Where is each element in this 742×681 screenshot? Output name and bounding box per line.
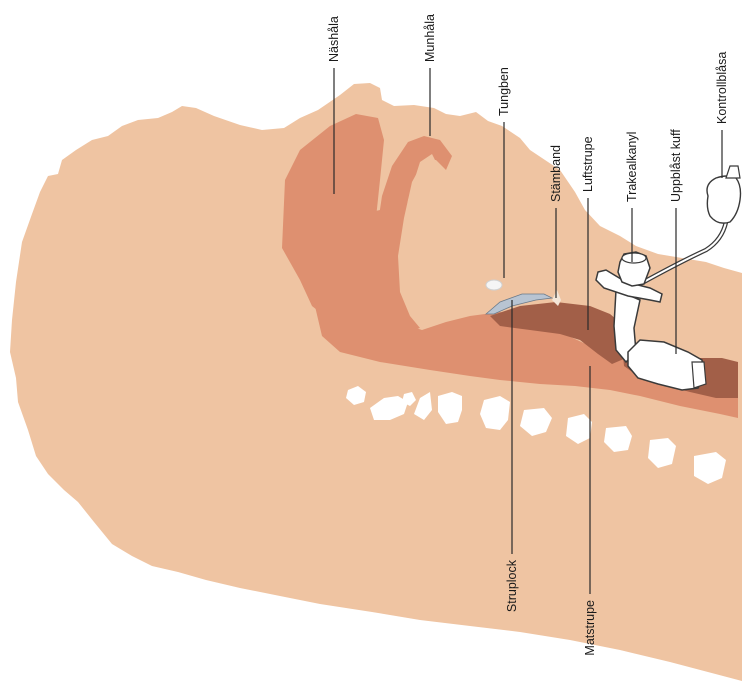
label-tungben: Tungben bbox=[497, 67, 511, 116]
hyoid-bone bbox=[486, 280, 502, 290]
label-stamband: Stämband bbox=[549, 145, 563, 202]
label-matstrupe: Matstrupe bbox=[583, 600, 597, 656]
cuff-tip bbox=[692, 362, 706, 388]
label-struplock: Struplock bbox=[505, 559, 519, 612]
label-kontrollblasa: Kontrollblåsa bbox=[715, 52, 729, 124]
label-luftstrupe: Luftstrupe bbox=[581, 136, 595, 192]
label-munhala: Munhåla bbox=[423, 14, 437, 62]
cannula-opening bbox=[622, 253, 646, 263]
label-nashala: Näshåla bbox=[327, 16, 341, 62]
label-uppblast-kuff: Uppblåst kuff bbox=[669, 129, 683, 202]
pilot-valve bbox=[726, 166, 740, 178]
label-trakealkanyl: Trakealkanyl bbox=[625, 132, 639, 202]
pilot-balloon[interactable] bbox=[707, 176, 741, 223]
